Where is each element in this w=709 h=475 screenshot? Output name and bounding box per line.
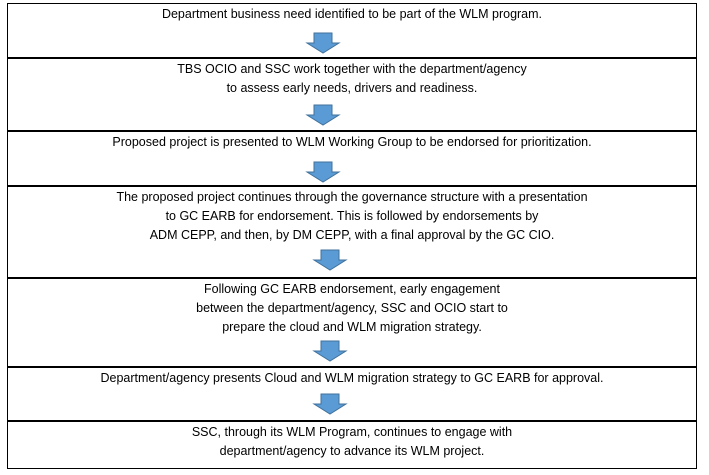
- down-arrow-icon: [305, 161, 341, 183]
- step-2-line-2: to assess early needs, drivers and readi…: [226, 81, 478, 95]
- step-2-line-1: TBS OCIO and SSC work together with the …: [177, 62, 527, 76]
- down-arrow-icon: [312, 249, 348, 271]
- step-box-2: TBS OCIO and SSC work together with the …: [7, 58, 697, 131]
- step-box-4: The proposed project continues through t…: [7, 186, 697, 278]
- step-box-7: SSC, through its WLM Program, continues …: [7, 421, 697, 469]
- step-box-6: Department/agency presents Cloud and WLM…: [7, 367, 697, 421]
- down-arrow-icon: [312, 340, 348, 362]
- step-5-line-2: between the department/agency, SSC and O…: [196, 301, 508, 315]
- step-4-line-1: The proposed project continues through t…: [116, 190, 588, 204]
- step-4-line-2: to GC EARB for endorsement. This is foll…: [165, 209, 539, 223]
- step-4-line-3: ADM CEPP, and then, by DM CEPP, with a f…: [149, 228, 555, 242]
- down-arrow-icon: [312, 393, 348, 415]
- step-5-line-1: Following GC EARB endorsement, early eng…: [204, 282, 500, 296]
- step-1-line-1: Department business need identified to b…: [161, 7, 543, 21]
- step-box-5: Following GC EARB endorsement, early eng…: [7, 278, 697, 367]
- step-box-1: Department business need identified to b…: [7, 3, 697, 58]
- step-6-line-1: Department/agency presents Cloud and WLM…: [100, 371, 604, 385]
- step-3-line-1: Proposed project is presented to WLM Wor…: [112, 135, 592, 149]
- step-5-line-3: prepare the cloud and WLM migration stra…: [222, 320, 482, 334]
- step-7-line-1: SSC, through its WLM Program, continues …: [191, 425, 513, 439]
- step-7-line-2: department/agency to advance its WLM pro…: [219, 444, 485, 458]
- step-box-3: Proposed project is presented to WLM Wor…: [7, 131, 697, 186]
- down-arrow-icon: [305, 104, 341, 126]
- down-arrow-icon: [305, 32, 341, 54]
